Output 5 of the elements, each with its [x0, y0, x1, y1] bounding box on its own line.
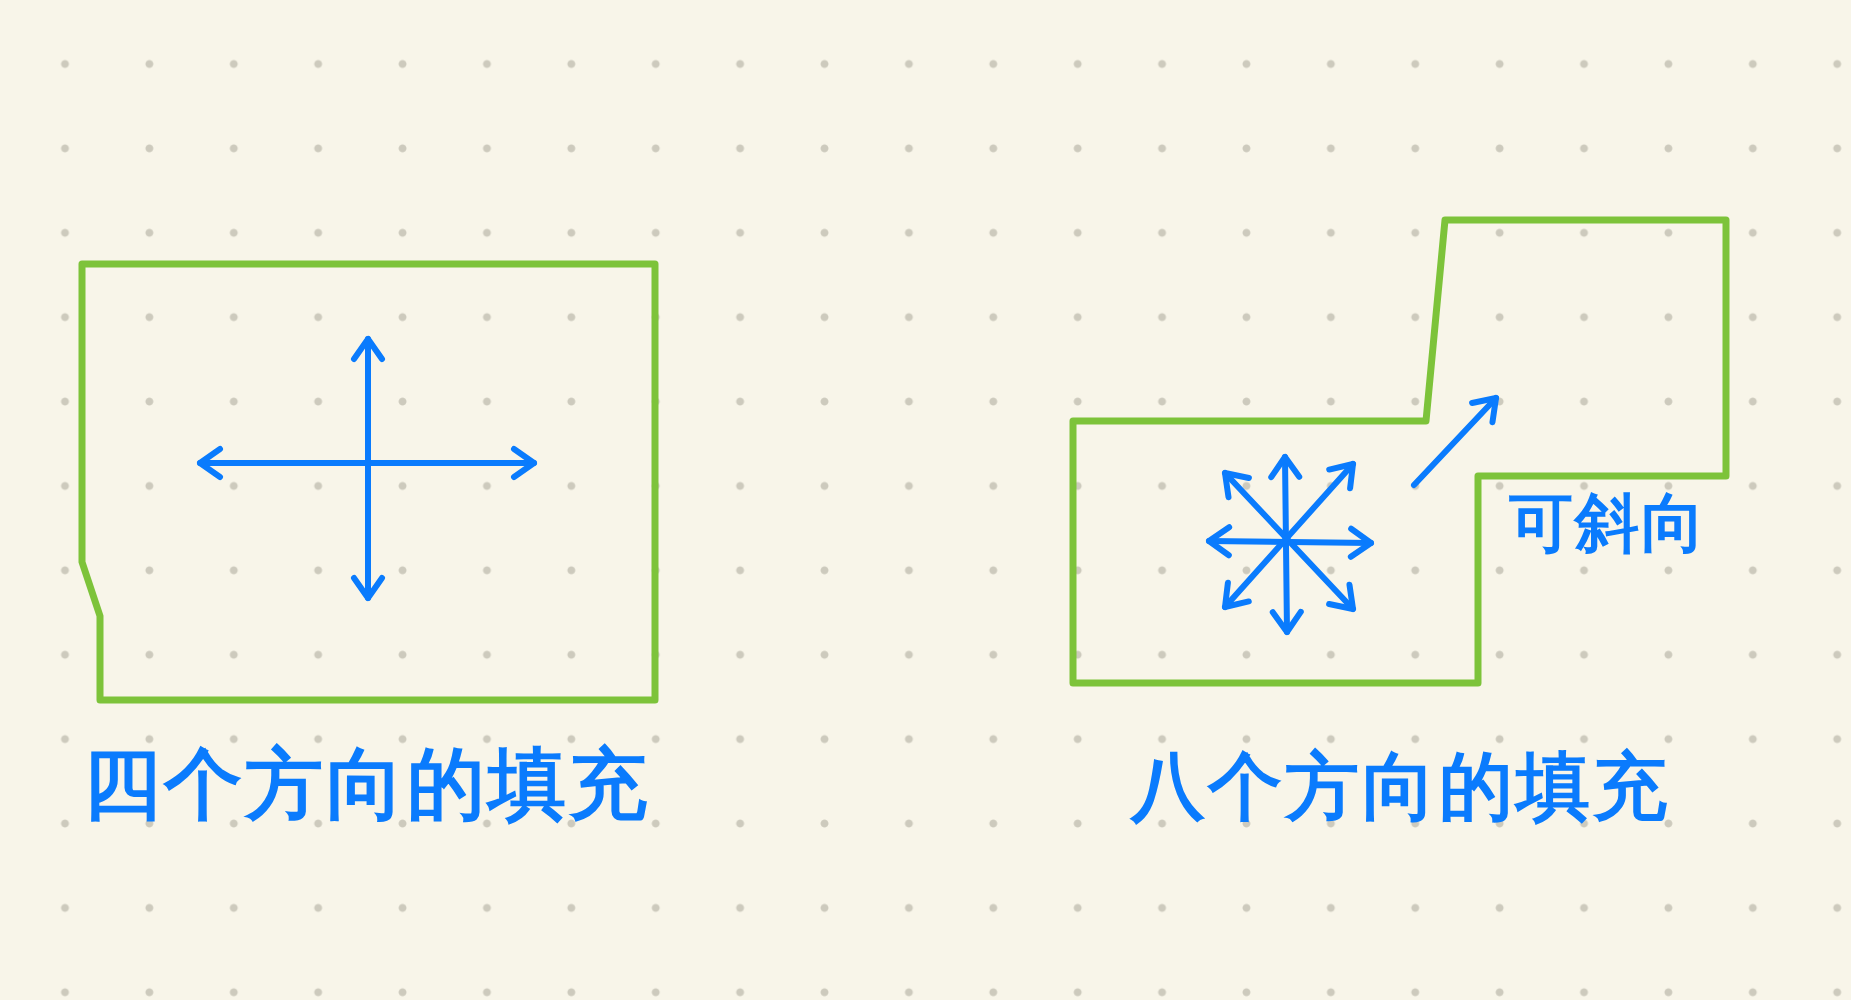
- region-outline: [1069, 216, 1730, 687]
- node-label: 四个方向的填充: [83, 742, 650, 828]
- note-text: 可斜向: [1509, 488, 1707, 559]
- node-label: 八个方向的填充: [1131, 746, 1670, 828]
- region-outline: [78, 260, 659, 704]
